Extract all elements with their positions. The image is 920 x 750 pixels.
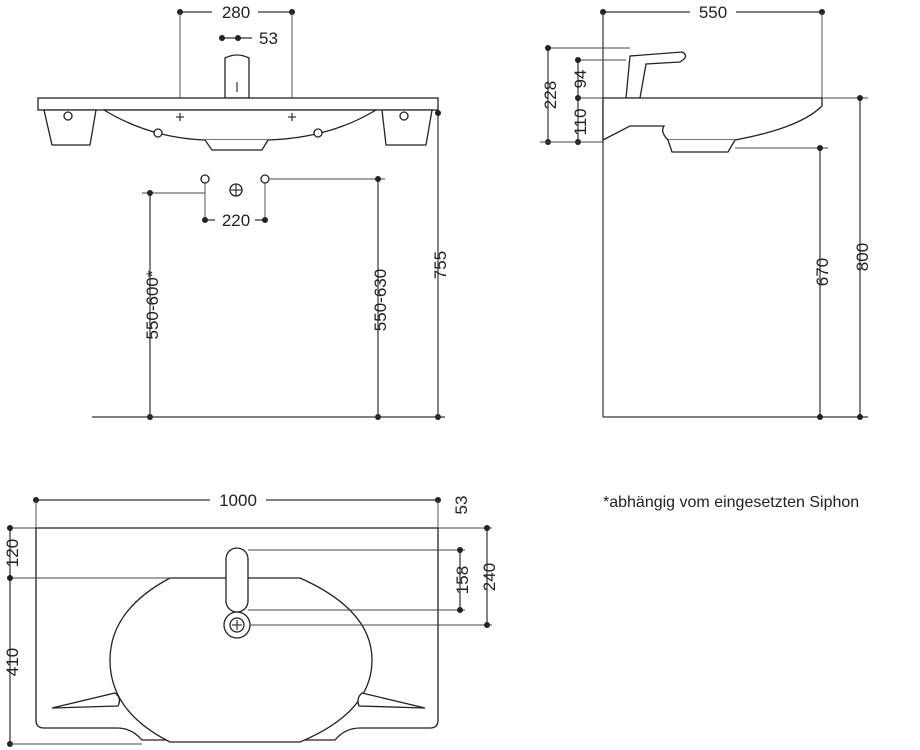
front-view: 280 53 220 550-60 xyxy=(37,2,450,420)
dim-240: 240 xyxy=(480,563,499,591)
basin-rim xyxy=(37,97,439,111)
dim-550-600: 550-600* xyxy=(143,270,162,339)
footnote: *abhängig vom eingesetzten Siphon xyxy=(603,494,859,511)
dim-158: 158 xyxy=(453,566,472,594)
dim-53-top: 53 xyxy=(452,496,471,515)
dim-670: 670 xyxy=(813,258,832,286)
side-view: 550 228 94 110 670 800 xyxy=(540,2,872,420)
handle-right xyxy=(357,692,426,709)
dim-800: 800 xyxy=(853,243,872,271)
handle-left xyxy=(51,692,121,709)
dim-110: 110 xyxy=(571,108,590,135)
dim-410: 410 xyxy=(3,648,22,676)
dim-94: 94 xyxy=(571,70,590,89)
tap-icon xyxy=(224,54,250,99)
dim-228: 228 xyxy=(541,81,560,109)
dim-755: 755 xyxy=(431,251,450,279)
tap-side-icon xyxy=(625,51,687,99)
basin-bowl xyxy=(109,577,373,743)
dim-550: 550 xyxy=(699,3,727,22)
dim-1000: 1000 xyxy=(219,491,257,510)
dim-280: 280 xyxy=(222,3,250,22)
tap-hole xyxy=(225,547,249,613)
dim-220: 220 xyxy=(222,211,250,230)
dim-120: 120 xyxy=(3,539,22,567)
top-view: 1000 53 120 410 158 240 xyxy=(3,490,499,747)
dim-53-tap: 53 xyxy=(259,29,278,48)
dim-550-630: 550-630 xyxy=(371,269,390,331)
